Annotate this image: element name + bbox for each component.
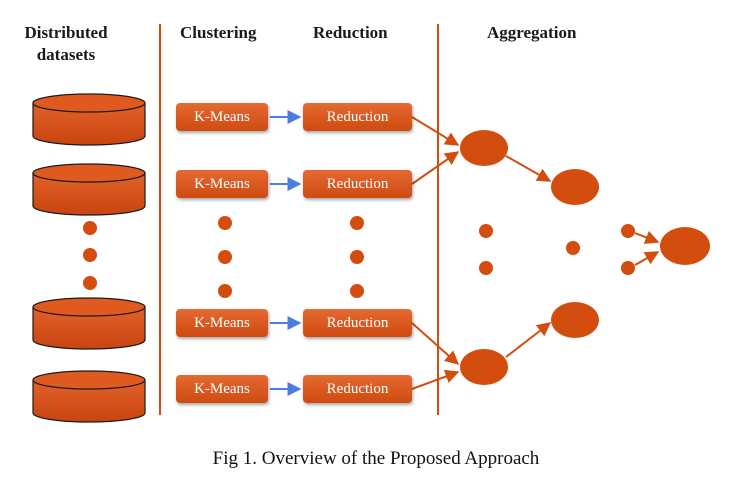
- ellipsis-dot: [566, 241, 580, 255]
- dataset-cylinder: [32, 163, 146, 216]
- ellipsis-dot: [621, 261, 635, 275]
- ellipsis-dot: [218, 250, 232, 264]
- ellipsis-dot: [83, 221, 97, 235]
- aggregation-node: [551, 169, 599, 205]
- kmeans-box: K-Means: [176, 103, 268, 131]
- dataset-cylinder: [32, 370, 146, 423]
- aggregation-arrow: [505, 322, 552, 358]
- ellipsis-dot: [479, 261, 493, 275]
- dataset-cylinder: [32, 93, 146, 146]
- header-clustering: Clustering: [180, 23, 257, 42]
- reduction-box: Reduction: [303, 375, 412, 403]
- aggregation-arrow: [411, 322, 460, 365]
- kmeans-box: K-Means: [176, 170, 268, 198]
- aggregation-arrow: [411, 151, 460, 185]
- reduction-box: Reduction: [303, 309, 412, 337]
- header-reduction: Reduction: [313, 23, 388, 42]
- ellipsis-dot: [350, 216, 364, 230]
- aggregation-node: [460, 130, 508, 166]
- dataset-cylinder: [32, 297, 146, 350]
- ellipsis-dot: [350, 250, 364, 264]
- kmeans-box: K-Means: [176, 375, 268, 403]
- ellipsis-dot: [218, 216, 232, 230]
- aggregation-arrow: [634, 251, 660, 266]
- ellipsis-dot: [218, 284, 232, 298]
- ellipsis-dot: [83, 276, 97, 290]
- header-distributed-datasets: Distributed datasets: [24, 23, 108, 64]
- diagram-graphics: [32, 24, 710, 423]
- ellipsis-dot: [621, 224, 635, 238]
- aggregation-arrow: [411, 369, 460, 390]
- kmeans-box: K-Means: [176, 309, 268, 337]
- header-aggregation: Aggregation: [487, 23, 577, 42]
- final-aggregation-node: [660, 227, 710, 265]
- figure-caption: Fig 1. Overview of the Proposed Approach: [212, 448, 540, 469]
- ellipsis-dot: [83, 248, 97, 262]
- aggregation-arrow: [411, 116, 460, 146]
- aggregation-node: [551, 302, 599, 338]
- ellipsis-dot: [479, 224, 493, 238]
- ellipsis-dot: [350, 284, 364, 298]
- aggregation-arrow: [634, 230, 660, 244]
- aggregation-arrow: [505, 155, 552, 182]
- reduction-box: Reduction: [303, 170, 412, 198]
- reduction-box: Reduction: [303, 103, 412, 131]
- aggregation-node: [460, 349, 508, 385]
